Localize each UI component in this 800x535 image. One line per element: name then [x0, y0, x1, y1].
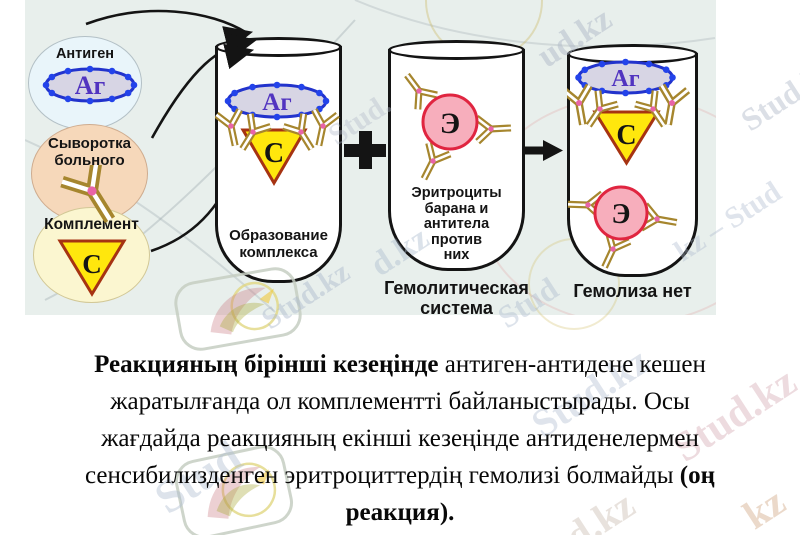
- serum-label-1: Сыворотка: [48, 135, 131, 152]
- tube-hemolytic-caption: Гемолитическая система: [374, 278, 539, 318]
- label-line: против: [430, 231, 483, 248]
- tube-result-body: [567, 53, 698, 277]
- tube-complex-mouth: [215, 37, 342, 57]
- caption-line: Гемолитическая: [384, 278, 529, 298]
- tube-hemolytic-inner-label: Эритроциты барана и антитела против них: [388, 185, 525, 264]
- paragraph-line: жағдайда реакцияның екінші кезеңінде ант…: [101, 425, 699, 452]
- watermark-text: Stud.kz: [734, 51, 800, 139]
- antigen-label: Антиген: [55, 46, 115, 62]
- paragraph-line: жаратылғанда ол комплементті байланыстыр…: [110, 388, 690, 415]
- paragraph: Реакцияның бірінші кезеңінде антиген-ант…: [0, 346, 800, 531]
- plus-sign: [344, 131, 386, 169]
- paragraph-line: Реакцияның бірінші кезеңінде антиген-ант…: [94, 351, 706, 378]
- caption-line: Образование: [229, 227, 328, 244]
- complement-label: Комплемент: [44, 216, 139, 233]
- antigen-circle: Антиген: [28, 36, 142, 130]
- label-line: барана и: [424, 200, 489, 217]
- paragraph-line: сенсибилизденген эритроциттердің гемолиз…: [84, 462, 715, 489]
- serum-label-2: больного: [54, 152, 125, 169]
- label-line: антитела: [423, 216, 490, 232]
- caption-line: система: [420, 298, 493, 318]
- caption-line: комплекса: [239, 244, 318, 261]
- tube-result-mouth: [567, 44, 698, 64]
- complement-circle: Комплемент: [33, 207, 150, 303]
- label-line: них: [443, 247, 470, 263]
- tube-result-caption: Гемолиза нет: [567, 281, 698, 301]
- caption-line: Гемолиза нет: [573, 281, 692, 301]
- label-line: Эритроциты: [411, 185, 502, 201]
- paragraph-line: реакция).: [345, 499, 455, 526]
- tube-complex-caption: Образование комплекса: [215, 227, 342, 261]
- tube-hemolytic-mouth: [388, 40, 525, 60]
